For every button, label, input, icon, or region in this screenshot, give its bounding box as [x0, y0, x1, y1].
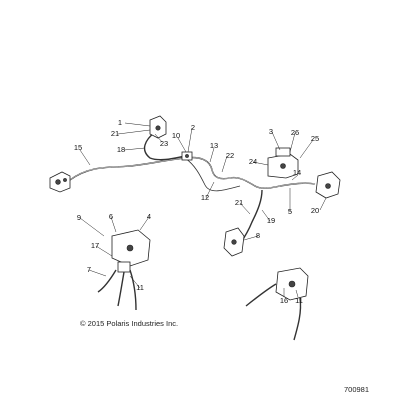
callout-11-right: 11	[295, 296, 303, 305]
callout-2: 2	[190, 123, 196, 132]
callout-21-rear: 21	[234, 198, 244, 207]
callout-15: 15	[73, 143, 83, 152]
callout-11-left: 11	[136, 283, 144, 292]
junction-block	[181, 151, 193, 161]
detail-brake-assembly	[97, 229, 151, 311]
callout-12: 12	[200, 193, 210, 202]
callout-25: 25	[310, 134, 320, 143]
master-cylinder	[267, 147, 299, 179]
callout-4: 4	[146, 212, 152, 221]
callout-6: 6	[108, 212, 114, 221]
callout-9: 9	[76, 213, 82, 222]
figure-id: 700981	[344, 385, 370, 394]
callout-1: 1	[117, 118, 123, 127]
callout-24: 24	[248, 157, 258, 166]
callout-7: 7	[86, 265, 92, 274]
callout-3: 3	[268, 127, 274, 136]
callout-23: 23	[159, 139, 169, 148]
copyright-notice: © 2015 Polaris Industries Inc.	[80, 319, 179, 328]
callout-26: 26	[290, 128, 300, 137]
callout-8: 8	[255, 231, 261, 240]
callout-5: 5	[287, 207, 293, 216]
callout-10: 10	[171, 131, 181, 140]
upper-branch-line	[143, 131, 186, 161]
callout-20: 20	[310, 206, 320, 215]
callout-13: 13	[209, 141, 219, 150]
callout-14: 14	[292, 168, 302, 177]
left-front-caliper	[49, 171, 71, 193]
callout-21: 21	[110, 129, 120, 138]
callout-17: 17	[90, 241, 100, 250]
lower-return-line	[184, 157, 241, 192]
right-front-caliper	[315, 171, 341, 199]
rear-left-caliper	[223, 227, 245, 257]
upper-caliper	[149, 115, 167, 139]
callout-22: 22	[225, 151, 235, 160]
callout-16: 16	[279, 296, 289, 305]
callout-19: 19	[266, 216, 276, 225]
callout-18: 18	[116, 145, 126, 154]
